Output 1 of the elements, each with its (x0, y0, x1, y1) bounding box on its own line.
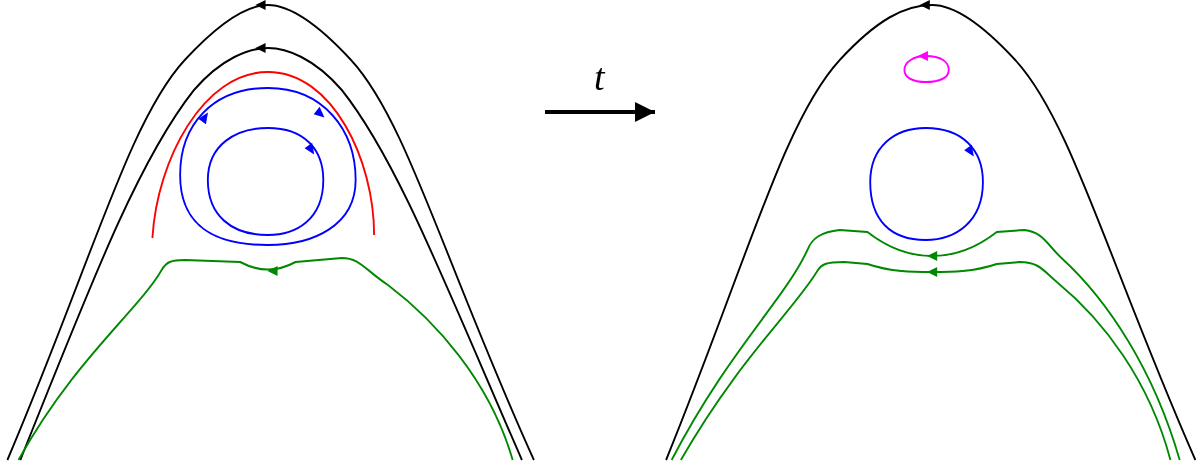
arrow (545, 102, 655, 122)
